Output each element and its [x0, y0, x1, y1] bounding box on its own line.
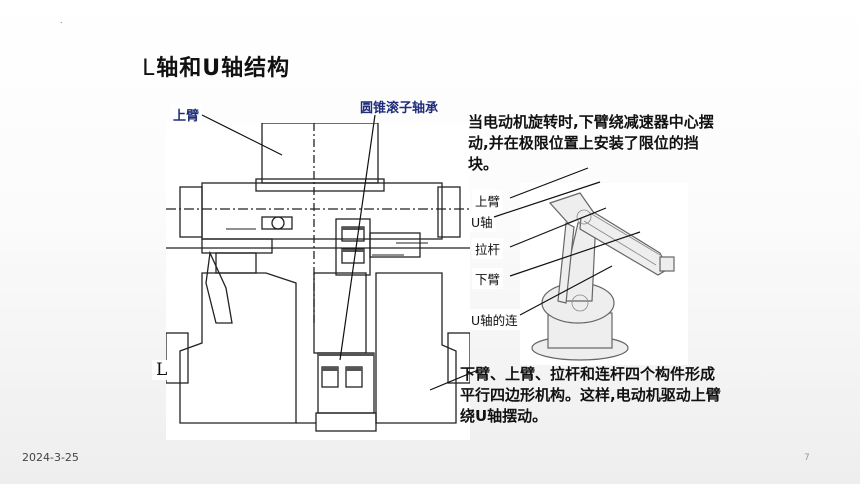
label-tapered-roller-bearing: 圆锥滚子轴承: [360, 101, 439, 116]
description-bottom: 下臂、上臂、拉杆和连杆四个构件形成平行四边形机构。这样,电动机驱动上臂绕U轴摆动…: [460, 365, 721, 425]
cross-section-drawing: [166, 123, 470, 440]
slide-title: L轴和U轴结构: [142, 50, 290, 82]
label-lower-arm: 下臂: [472, 268, 504, 289]
leader-bottom: [429, 369, 479, 391]
leader-u-link: [519, 265, 613, 316]
label-upper-arm: 上臂: [472, 190, 504, 211]
slide-date: 2024-3-25: [22, 451, 79, 464]
decor-dot: .: [60, 16, 63, 25]
leader-upper-arm: [509, 167, 589, 199]
label-u-axis: U轴: [468, 211, 496, 232]
robot-arm-image: [520, 183, 688, 365]
label-pull-rod: 拉杆: [472, 238, 504, 259]
leader-u-axis: [493, 181, 601, 218]
leader-pull-rod: [509, 207, 607, 248]
title-prefix: L: [142, 56, 157, 81]
leader-upper-arm-left: [201, 114, 283, 156]
robot-arm-svg: [531, 192, 675, 361]
leader-bearing: [339, 114, 376, 361]
label-u-axis-link: U轴的连: [468, 309, 521, 330]
label-L-axis: L: [152, 360, 172, 380]
cross-section-svg: [166, 123, 470, 432]
leader-lower-arm: [509, 231, 641, 277]
description-top: 当电动机旋转时,下臂绕减速器中心摆动,并在极限位置上安装了限位的挡块。: [468, 113, 714, 173]
title-rest: 轴和U轴结构: [156, 56, 291, 81]
page-number: 7: [804, 453, 810, 463]
label-upper-arm-left: 上臂: [170, 105, 203, 124]
